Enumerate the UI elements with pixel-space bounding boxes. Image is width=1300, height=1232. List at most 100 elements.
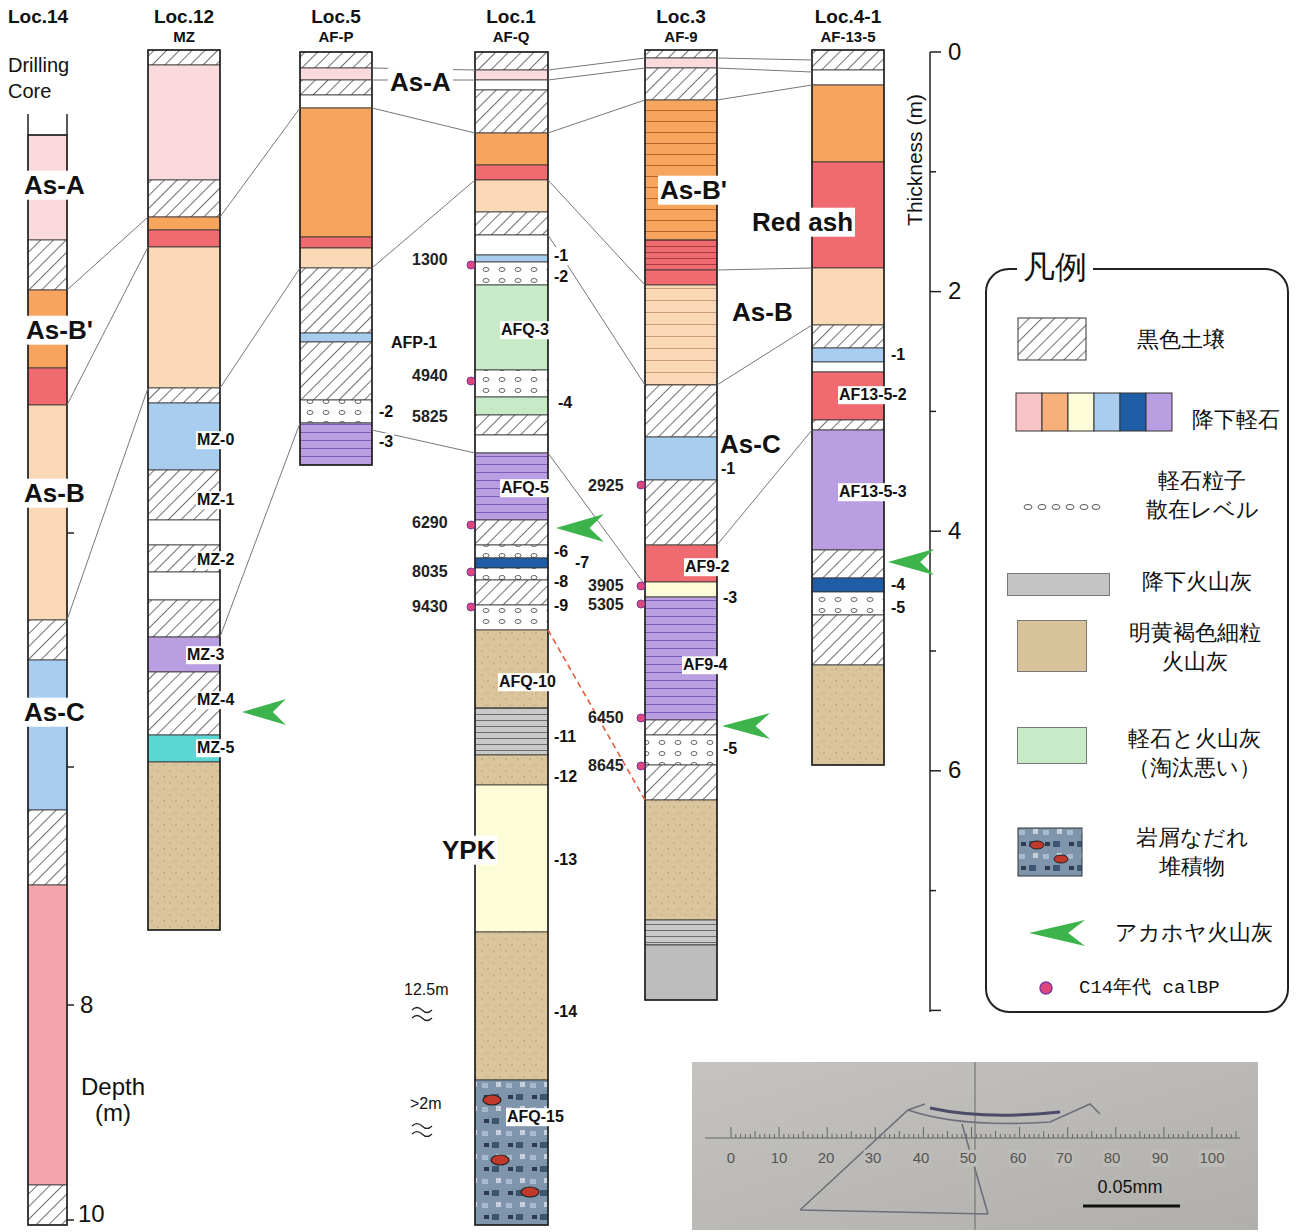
ruler-tick [913, 1134, 914, 1138]
strat-column [812, 50, 884, 765]
glass-shard-photo [692, 1062, 1258, 1230]
ruler-tick [822, 1134, 823, 1138]
pumice-sample [1042, 393, 1068, 431]
layer-label: AFP-1 [390, 334, 438, 352]
ruler-tick [1053, 1134, 1054, 1138]
ruler-tick [759, 1134, 760, 1138]
ruler-tick [788, 1134, 789, 1138]
debris-clast [521, 1187, 539, 1197]
strat-layer [148, 600, 220, 637]
ruler-tick [841, 1134, 842, 1138]
ruler-tick [779, 1127, 780, 1138]
c14-marker [467, 377, 475, 385]
break-mark [412, 1132, 432, 1137]
section-code: Drilling Core [8, 52, 88, 104]
strat-layer [148, 230, 220, 247]
ruler-tick [1014, 1134, 1015, 1138]
axis-label: Depth (m) [78, 1074, 148, 1127]
ruler-tick [1019, 1127, 1020, 1138]
column-outline [300, 52, 372, 465]
strat-layer [812, 615, 884, 665]
ruler-tick [1212, 1127, 1213, 1138]
location-name: Loc.5 [311, 6, 361, 28]
strat-layer [475, 165, 548, 180]
c14-age: 6450 [588, 709, 624, 727]
axis-label: 10 [78, 1201, 105, 1227]
section-code: AF-Q [486, 28, 536, 45]
strat-column [28, 135, 67, 1225]
pumice-sample [1146, 393, 1172, 431]
strat-layer [475, 70, 548, 80]
photo-ground [692, 1062, 1258, 1230]
depth-tick [67, 1219, 74, 1221]
layer-label: -6 [553, 543, 569, 561]
ruler-tick [1163, 1127, 1164, 1138]
ruler-tick [1077, 1134, 1078, 1138]
ruler-tick [1024, 1134, 1025, 1138]
layer-label: AF13-5-2 [838, 386, 908, 404]
strat-layer [812, 70, 884, 85]
ruler-tick [1173, 1134, 1174, 1138]
location-name: Loc.14 [8, 6, 88, 28]
strat-layer [645, 50, 717, 58]
ruler-tick [908, 1134, 909, 1138]
ruler-tick [1154, 1134, 1155, 1138]
column-outline [812, 50, 884, 765]
correlation-line [220, 108, 300, 217]
strat-layer [300, 68, 372, 80]
correlation-line [548, 100, 645, 133]
strat-layer [645, 735, 717, 765]
legend-panel: 凡例黒色土壌降下軽石軽石粒子 散在レベル降下火山灰明黄褐色細粒 火山灰軽石と火山… [985, 268, 1289, 1013]
ruler-tick [1106, 1134, 1107, 1138]
break-mark [412, 1016, 432, 1021]
strat-layer [812, 325, 884, 348]
legend-text: 降下火山灰 [1142, 568, 1282, 597]
c14-age: 5825 [412, 408, 448, 426]
depth-tick [67, 766, 74, 768]
c14-age: 2925 [588, 477, 624, 495]
legend-swatch [1017, 620, 1087, 672]
c14-marker [467, 261, 475, 269]
ruler-tick [1067, 1127, 1068, 1138]
axis-label: 8 [80, 992, 93, 1018]
shard-outline [962, 1124, 988, 1214]
ruler-tick [1139, 1131, 1140, 1138]
ruler-tick [990, 1134, 991, 1138]
correlation-line [717, 268, 812, 270]
column-header: Loc.1AF-Q [486, 6, 536, 45]
ruler-tick [851, 1131, 852, 1138]
legend-symbol [1017, 317, 1087, 361]
layer-label: -1 [890, 346, 906, 364]
layer-label: -7 [574, 554, 590, 572]
correlation-line [548, 68, 645, 80]
correlation-line [548, 453, 645, 585]
unit-label: As-A [388, 68, 453, 97]
layer-label: AF9-2 [684, 558, 730, 576]
akahoya-arrow [888, 549, 934, 575]
c14-age: 8645 [588, 757, 624, 775]
layer-label: -1 [720, 460, 736, 478]
strat-layer [148, 217, 220, 230]
ruler-tick [764, 1134, 765, 1138]
axis-tick [930, 171, 936, 173]
axis-label: 6 [948, 757, 961, 783]
strat-layer [300, 95, 372, 108]
strat-layer [475, 262, 548, 285]
strat-layer [475, 235, 548, 255]
ruler-tick [812, 1134, 813, 1138]
location-name: Loc.12 [154, 6, 214, 28]
strat-layer [475, 180, 548, 212]
ruler-tick [740, 1134, 741, 1138]
strat-layer [645, 385, 717, 437]
strat-layer [475, 90, 548, 133]
correlation-line [372, 430, 475, 453]
strat-layer [148, 247, 220, 388]
location-name: Loc.4-1 [815, 6, 882, 28]
strat-layer [28, 660, 67, 810]
ruler-tick [1236, 1131, 1237, 1138]
pumice-grain [1024, 505, 1032, 510]
strat-layer [148, 180, 220, 217]
scale-bar-label: 0.05mm [1097, 1178, 1162, 1198]
scale-number: 90 [1151, 1150, 1170, 1167]
layer-label: MZ-4 [196, 691, 235, 709]
